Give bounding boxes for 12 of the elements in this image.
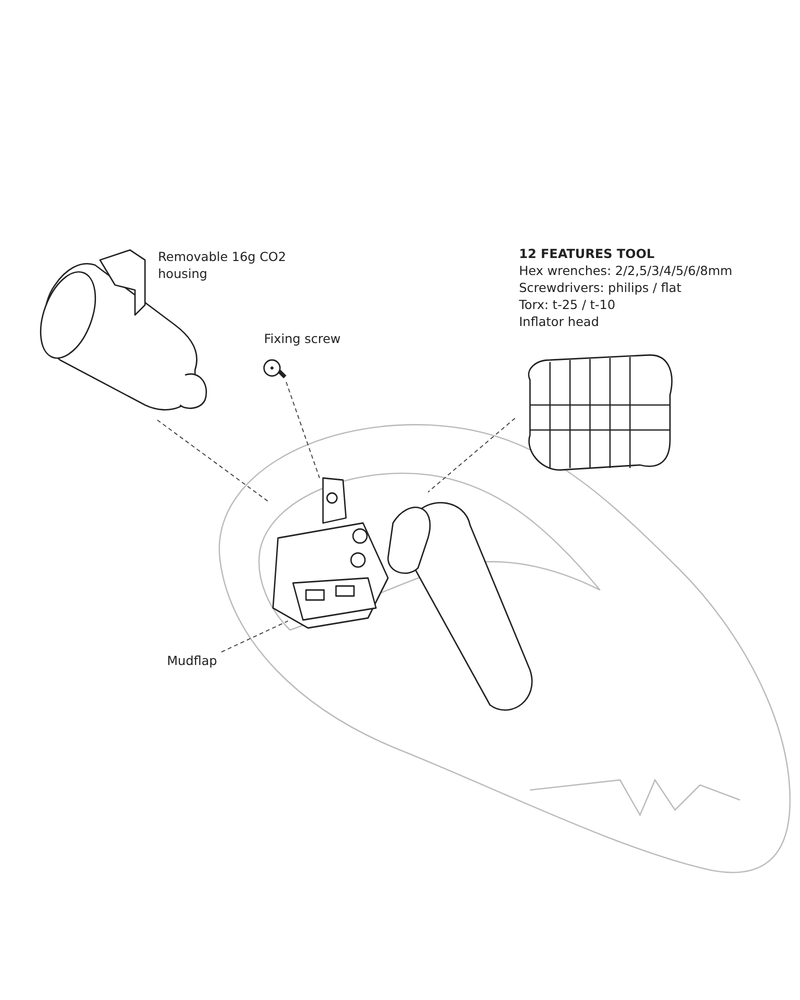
assembly-line: [286, 382, 320, 478]
spec-line: Torx: t-25 / t-10: [519, 296, 616, 313]
spec-line: Screwdrivers: philips / flat: [519, 279, 682, 296]
part-label: Mudflap: [167, 652, 218, 669]
part-label: Fixing screw: [264, 330, 341, 347]
assembly-line: [156, 420, 268, 502]
spec-line: Hex wrenches: 2/2,5/3/4/5/6/8mm: [519, 262, 732, 279]
leader-line: [220, 620, 288, 652]
assembly-line: [428, 418, 516, 493]
part-label: Removable 16g CO2 housing: [158, 248, 288, 282]
heading: 12 FEATURES TOOL: [519, 245, 654, 262]
spec-line: Inflator head: [519, 313, 600, 330]
